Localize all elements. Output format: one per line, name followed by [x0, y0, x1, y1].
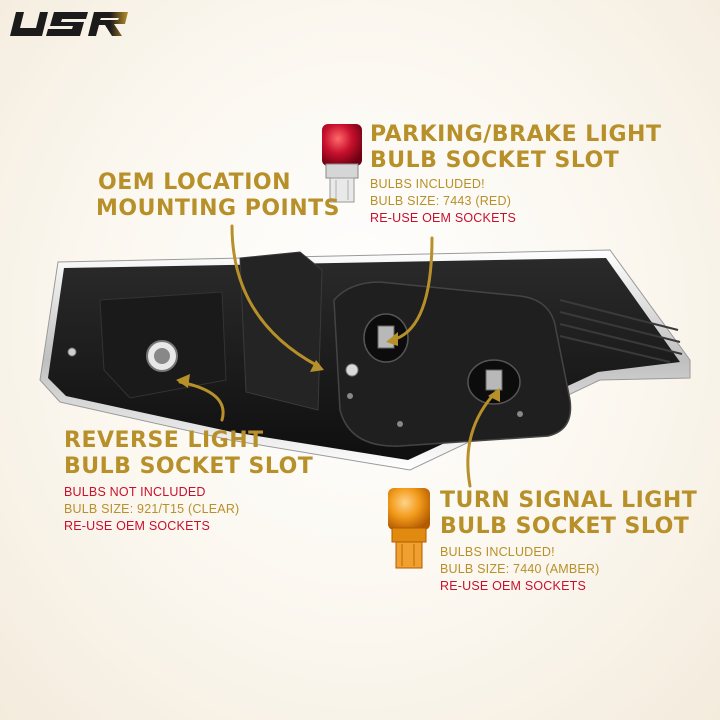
parking-brake-title-line2: BULB SOCKET SLOT — [370, 148, 620, 173]
parking-brake-socket — [363, 313, 409, 363]
turn-signal-leader-line — [466, 390, 498, 488]
oem-location-title-line2: MOUNTING POINTS — [96, 196, 340, 221]
parking-brake-leader-line — [390, 236, 434, 342]
turn-signal-socket — [467, 359, 521, 405]
turn-signal-title-line2: BULB SOCKET SLOT — [440, 514, 690, 539]
reverse-warning: RE-USE OEM SOCKETS — [64, 519, 210, 533]
parking-brake-title-line1: PARKING/BRAKE LIGHT — [370, 122, 662, 147]
parking-brake-info-1: BULBS INCLUDED! — [370, 177, 485, 191]
oem-leader-line — [230, 224, 320, 368]
reverse-info-size: BULB SIZE: 921/T15 (CLEAR) — [64, 502, 240, 516]
oem-location-callout: OEM LOCATION MOUNTING POINTS — [96, 170, 340, 222]
leader-arrowheads — [176, 332, 500, 402]
parking-brake-info-2: BULB SIZE: 7443 (RED) — [370, 194, 512, 208]
turn-signal-title-line1: TURN SIGNAL LIGHT — [440, 488, 698, 513]
reverse-socket-hole — [146, 340, 178, 372]
parking-brake-callout: PARKING/BRAKE LIGHT BULB SOCKET SLOT BUL… — [370, 122, 661, 227]
leader-lines — [178, 224, 498, 488]
usr-logo-icon — [10, 12, 128, 36]
turn-signal-info-1: BULBS INCLUDED! — [440, 545, 555, 559]
reverse-callout: REVERSE LIGHT BULB SOCKET SLOT BULBS NOT… — [64, 428, 313, 535]
reverse-info-not-included: BULBS NOT INCLUDED — [64, 485, 206, 499]
amber-wedge-bulb-icon — [388, 488, 430, 569]
brand-logo — [10, 8, 130, 43]
reverse-leader-line — [178, 380, 225, 422]
tail-light-housing — [39, 249, 691, 471]
red-wedge-bulb-icon — [322, 124, 362, 203]
turn-signal-warning: RE-USE OEM SOCKETS — [440, 579, 586, 593]
turn-signal-callout: TURN SIGNAL LIGHT BULB SOCKET SLOT BULBS… — [440, 488, 697, 595]
turn-signal-info-2: BULB SIZE: 7440 (AMBER) — [440, 562, 600, 576]
reverse-title-line1: REVERSE LIGHT — [64, 428, 264, 453]
oem-location-title-line1: OEM LOCATION — [98, 170, 291, 195]
parking-brake-warning: RE-USE OEM SOCKETS — [370, 211, 516, 225]
reverse-title-line2: BULB SOCKET SLOT — [64, 454, 314, 479]
